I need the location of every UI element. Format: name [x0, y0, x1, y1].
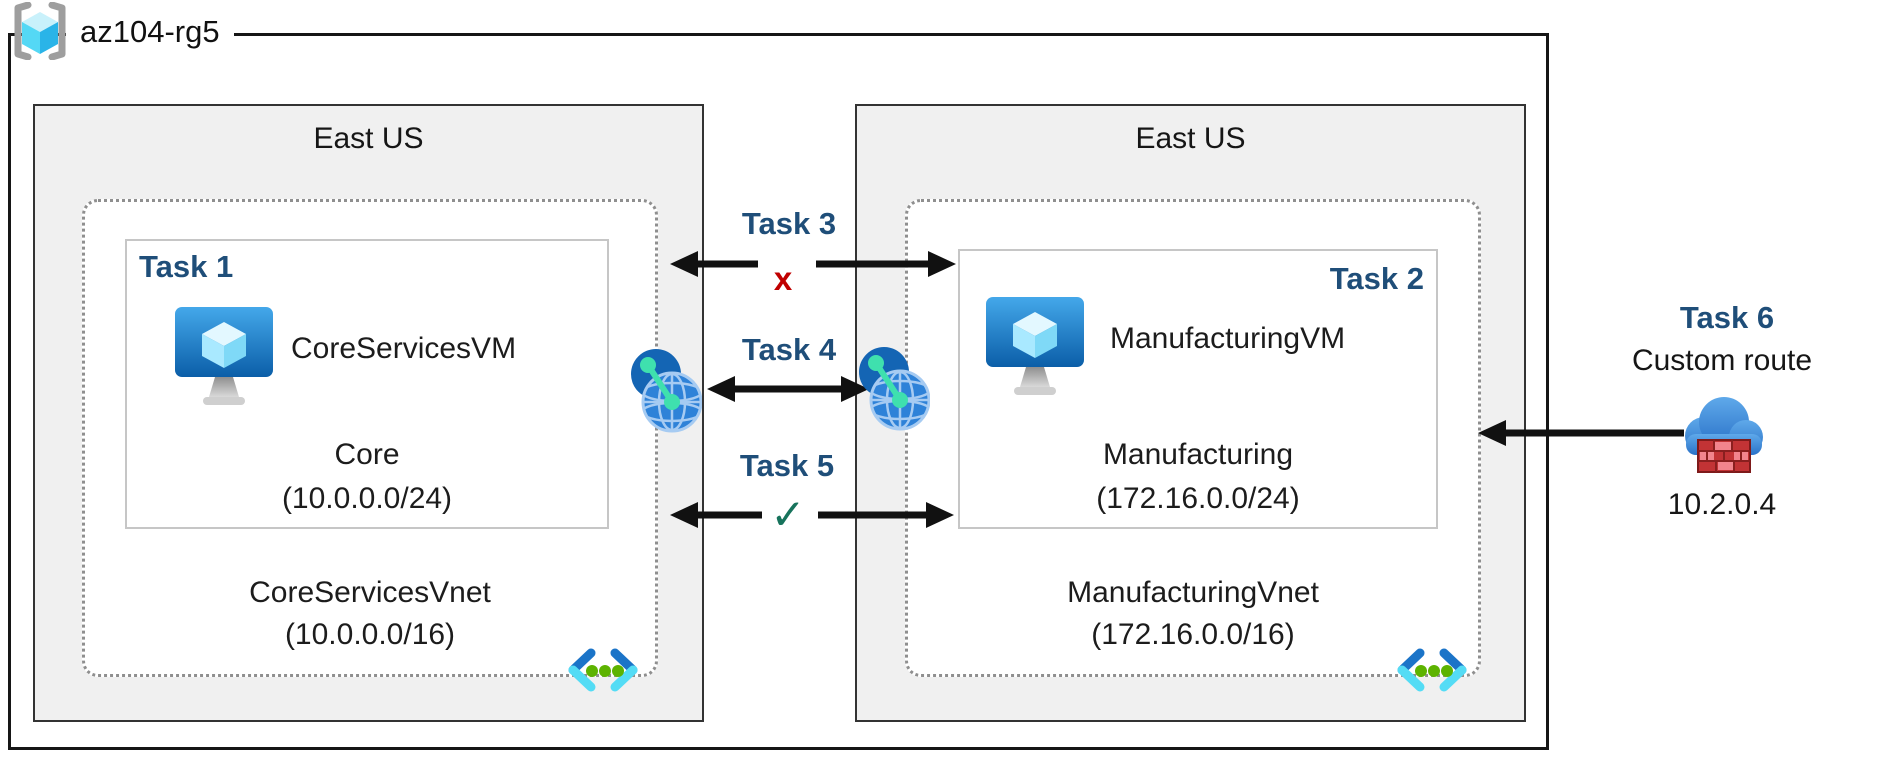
vm-label-coreservices: CoreServicesVM	[291, 332, 517, 365]
subnet-box-manufacturing: Task 2	[958, 249, 1438, 529]
vnet-box-coreservices: Task 1	[82, 199, 658, 692]
region-title-left: East US	[313, 122, 424, 155]
task4-label: Task 4	[741, 332, 837, 367]
vnet-cidr-coreservices: (10.0.0.0/16)	[284, 618, 456, 651]
region-box-left: East US Task 1	[33, 104, 704, 722]
custom-route-label: Custom route	[1631, 344, 1813, 377]
region-title-right: East US	[1135, 122, 1246, 155]
task2-tag: Task 2	[1329, 261, 1424, 296]
firewall-bricks	[1697, 439, 1751, 473]
vnet-box-manufacturing: Task 2	[905, 199, 1481, 692]
task3-label: Task 3	[741, 206, 837, 241]
subnet-box-core: Task 1	[125, 239, 609, 529]
subnet-cidr-manufacturing: (172.16.0.0/24)	[1096, 482, 1300, 515]
peering-globe-icon-left	[631, 349, 702, 433]
allowed-check-mark: ✓	[770, 491, 806, 538]
subnet-cidr-core: (10.0.0.0/24)	[281, 482, 453, 515]
vnet-icon-right	[1397, 648, 1467, 692]
task5-label: Task 5	[739, 448, 835, 483]
vnet-name-manufacturing: ManufacturingVnet	[1067, 576, 1319, 609]
firewall-cloud-icon	[1685, 397, 1763, 473]
vm-icon-manufacturing	[986, 297, 1084, 395]
subnet-name-manufacturing: Manufacturing	[1102, 438, 1294, 471]
vnet-cidr-manufacturing: (172.16.0.0/16)	[1091, 618, 1295, 651]
region-box-right: East US Task 2	[855, 104, 1526, 722]
resource-group-icon	[14, 2, 66, 60]
vnet-icon-left	[568, 648, 638, 692]
subnet-name-core: Core	[334, 438, 400, 471]
vm-label-manufacturing: ManufacturingVM	[1110, 322, 1346, 355]
blocked-x-mark: x	[773, 260, 793, 297]
vm-icon-coreservices	[175, 307, 273, 405]
task1-tag: Task 1	[139, 249, 234, 284]
vnet-name-coreservices: CoreServicesVnet	[249, 576, 491, 609]
nva-ip-label: 10.2.0.4	[1667, 488, 1777, 521]
task6-label: Task 6	[1679, 300, 1775, 335]
peering-globe-icon-right	[859, 347, 930, 431]
resource-group-label: az104-rg5	[66, 12, 234, 52]
